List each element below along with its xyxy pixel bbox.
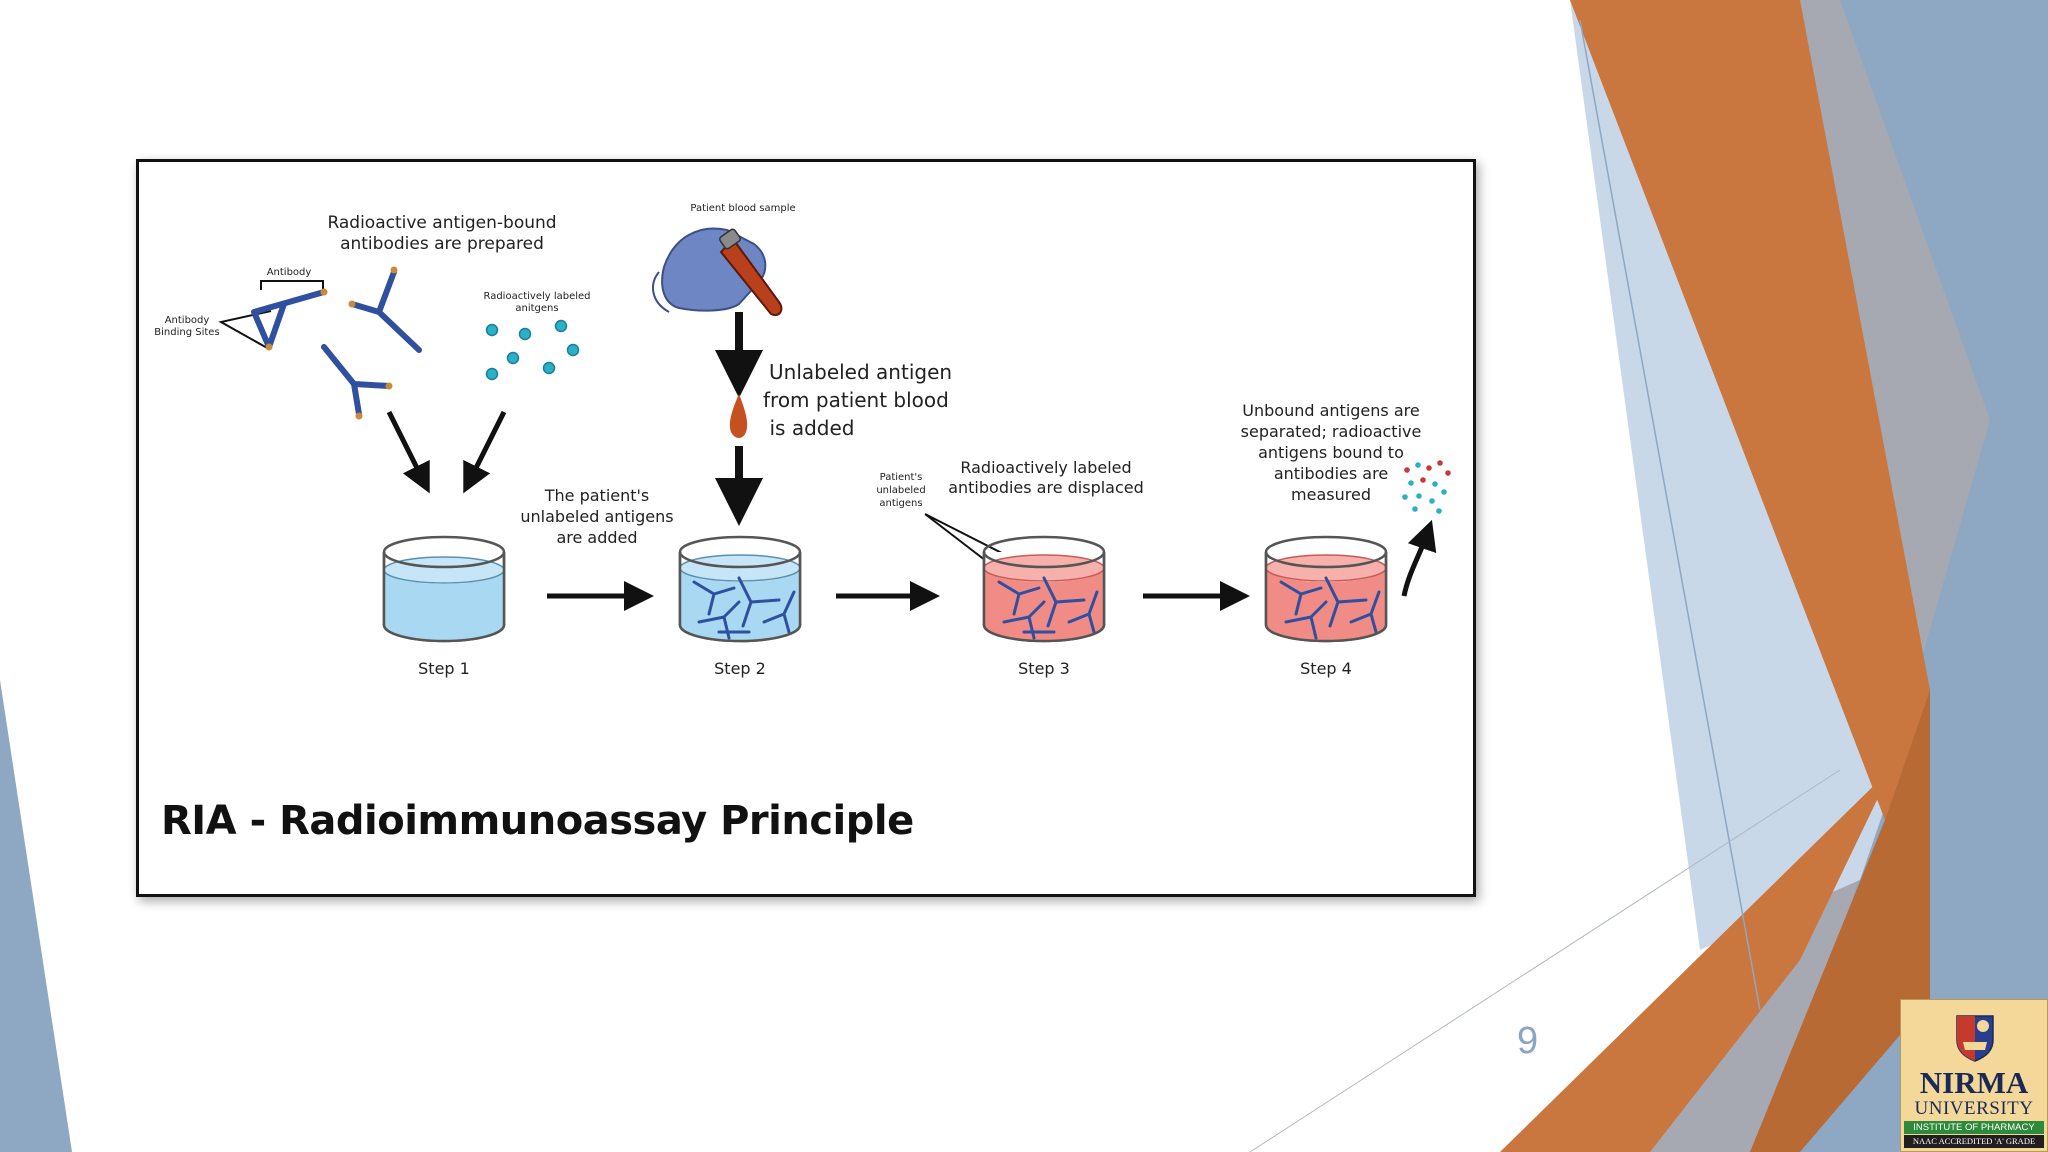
- label-patient-unlabeled: Patient's: [880, 472, 923, 483]
- thin-line: [1249, 769, 1841, 1152]
- step-label: Step 3: [1018, 659, 1070, 678]
- step-label: Step 1: [418, 659, 470, 678]
- blood-tube-icon: [719, 228, 783, 316]
- left-blue-shape: [0, 680, 72, 1152]
- blue-panel-shape: [1780, 0, 2048, 1152]
- caption-unbound-line: antibodies are: [1274, 464, 1388, 483]
- beaker-step2: [678, 535, 802, 643]
- caption-displaced-line: Radioactively labeled: [960, 458, 1131, 477]
- caption-patient-added-line: unlabeled antigens: [520, 507, 673, 526]
- label-antibody: Antibody: [267, 267, 312, 278]
- label-labeled-antigens: anitgens: [515, 303, 558, 314]
- logo-name: NIRMA: [1919, 1065, 2029, 1100]
- label-patient-unlabeled: unlabeled: [876, 485, 925, 496]
- antibody-icon: [251, 288, 328, 351]
- curved-arrow-up: [1401, 519, 1437, 597]
- measured-dots: [1402, 460, 1451, 514]
- logo-band-accreditation: NAAC ACCREDITED 'A' GRADE: [1904, 1135, 2044, 1148]
- caption-unlabeled-added-line: Unlabeled antigen: [769, 360, 952, 384]
- beaker-step4: [1264, 535, 1388, 643]
- step-label: Step 4: [1300, 659, 1352, 678]
- logo-band-institute: INSTITUTE OF PHARMACY: [1904, 1121, 2044, 1134]
- antibody-icon: [348, 266, 422, 353]
- logo-subtitle: UNIVERSITY: [1914, 1098, 2034, 1119]
- orange-shape-dark: [1750, 690, 1930, 1152]
- beaker-step1: [382, 535, 506, 643]
- antibody-bracket: [260, 280, 324, 290]
- caption-unlabeled-added-line: from patient blood: [763, 388, 949, 412]
- step-label: Step 2: [714, 659, 766, 678]
- caption-unbound-line: measured: [1291, 485, 1371, 504]
- blood-drop-icon: [729, 394, 748, 438]
- diagram-title: RIA - Radioimmunoassay Principle: [161, 798, 914, 844]
- thin-line: [1579, 19, 1761, 1011]
- label-binding-sites: Antibody: [165, 315, 210, 326]
- arrow-to-step1: [463, 410, 507, 494]
- beaker-step3: [982, 535, 1106, 643]
- label-patient-unlabeled: antigens: [879, 498, 922, 509]
- diagram-frame: Radioactive antigen-bound antibodies are…: [136, 159, 1476, 897]
- nirma-university-logo: NIRMA UNIVERSITY INSTITUTE OF PHARMACY N…: [1900, 999, 2048, 1152]
- ria-diagram: Radioactive antigen-bound antibodies are…: [154, 203, 1451, 678]
- antibody-icon: [321, 344, 393, 420]
- caption-displaced-line: antibodies are displaced: [948, 478, 1144, 497]
- caption-prepared-line: Radioactive antigen-bound: [327, 213, 556, 233]
- light-blue-shape: [1570, 0, 1925, 950]
- label-blood-sample: Patient blood sample: [690, 203, 795, 214]
- caption-unbound-line: Unbound antigens are: [1242, 401, 1419, 420]
- page-number: 9: [1517, 1020, 1539, 1062]
- arrow-to-step1: [386, 410, 430, 494]
- caption-prepared-line: antibodies are prepared: [340, 234, 544, 254]
- crest-icon: [1956, 1015, 1994, 1062]
- caption-patient-added-line: are added: [556, 528, 637, 547]
- caption-unlabeled-added-line: is added: [770, 416, 855, 440]
- antigen-dots: [485, 319, 580, 381]
- orange-shape-lower: [1500, 690, 1930, 1152]
- caption-unbound-line: antigens bound to: [1258, 443, 1404, 462]
- label-binding-sites: Binding Sites: [154, 327, 219, 338]
- caption-unbound-line: separated; radioactive: [1241, 422, 1422, 441]
- caption-patient-added-line: The patient's: [544, 486, 650, 505]
- orange-shape-upper: [1570, 0, 1930, 820]
- label-labeled-antigens: Radioactively labeled: [483, 291, 590, 302]
